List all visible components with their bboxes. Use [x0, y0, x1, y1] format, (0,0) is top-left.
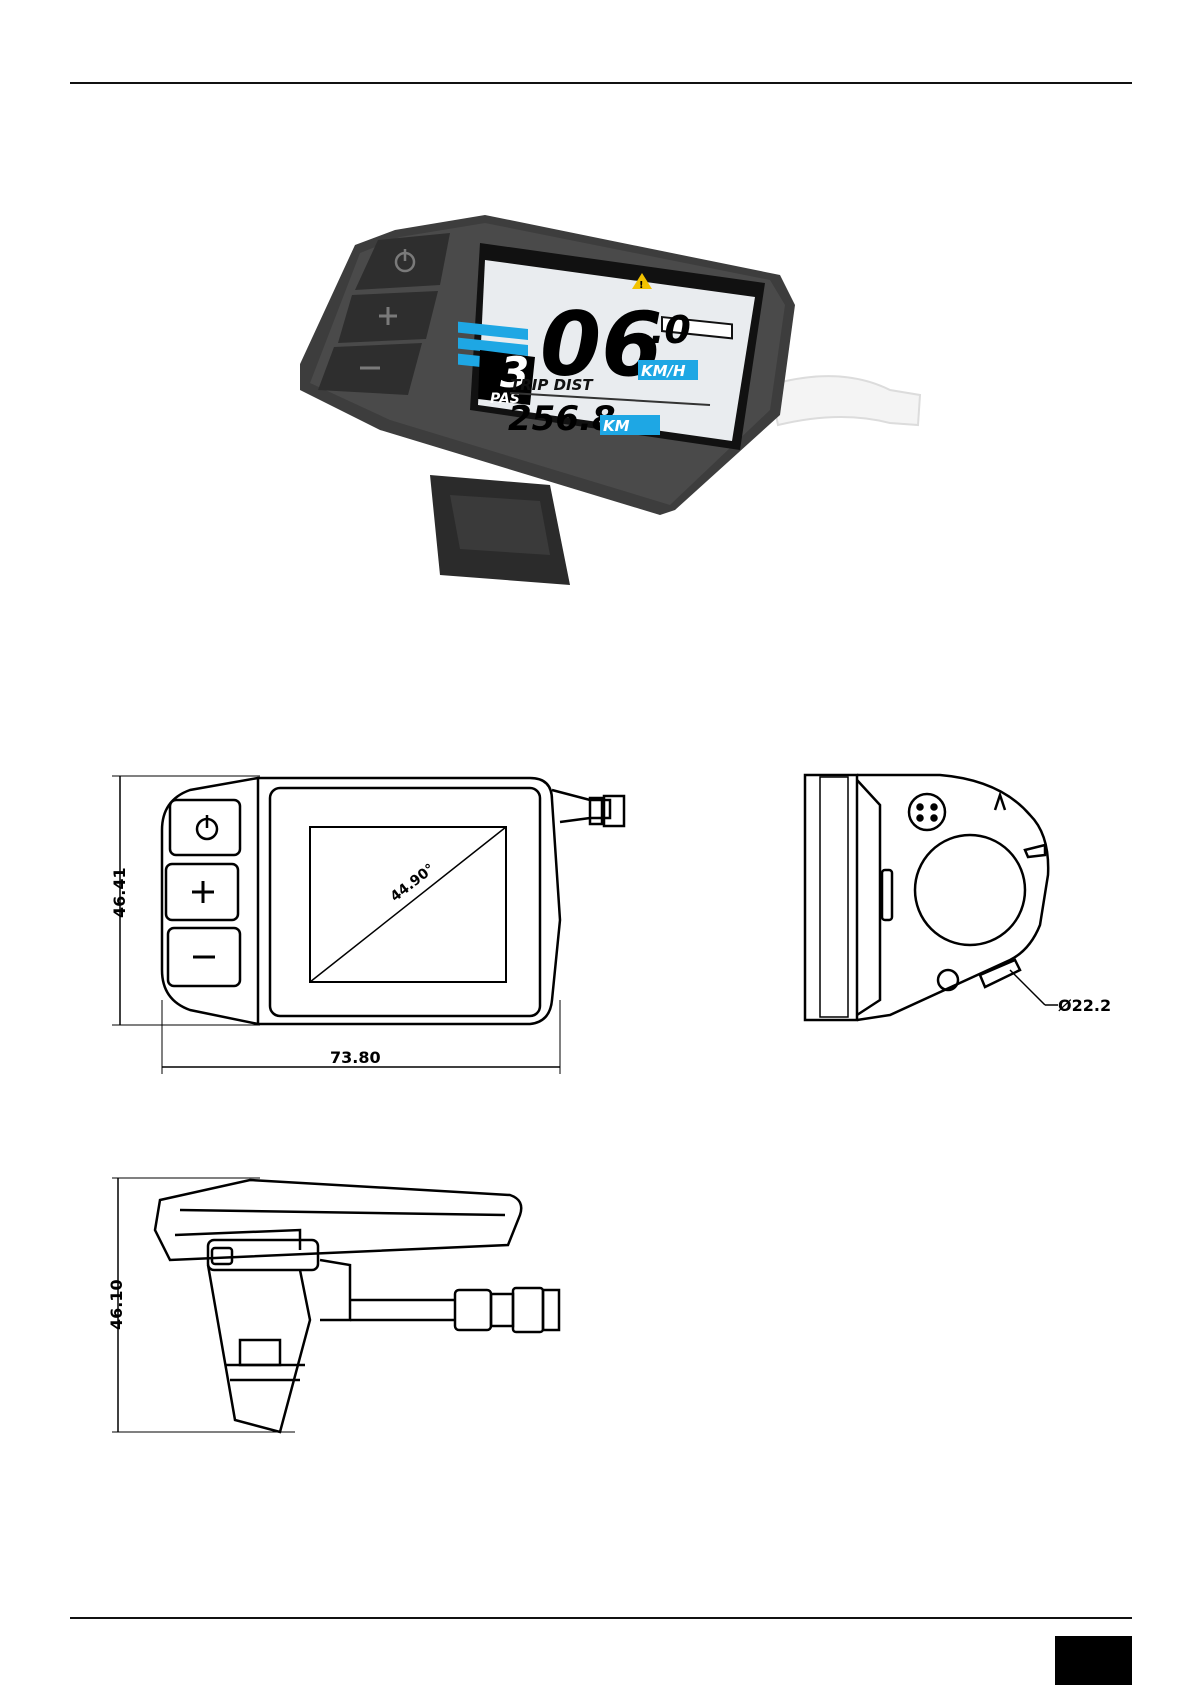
- width-dimension: 73.80: [330, 1048, 381, 1067]
- cable: [770, 376, 920, 425]
- bottom-connector: [455, 1290, 491, 1330]
- bottom-body-outline: [155, 1180, 521, 1260]
- speed-decimal: .0: [650, 308, 691, 352]
- plus-icon: [192, 881, 214, 903]
- clamp-circle: [915, 835, 1025, 945]
- footer-rule: [70, 1617, 1132, 1619]
- power-icon: [197, 815, 217, 839]
- connector-port: [909, 794, 945, 830]
- page-number-tab: [1055, 1636, 1132, 1685]
- side-body-outline: [857, 775, 1048, 1020]
- side-screen-edge: [805, 775, 857, 1020]
- header-rule: [70, 82, 1132, 84]
- side-view-drawing: Ø22.2: [800, 765, 1120, 1030]
- diagonal-dimension: 44.90°: [388, 861, 438, 905]
- bottom-view-drawing: 46.10: [100, 1170, 660, 1440]
- product-render: 3 PAS ! 06 .0 KM/H TRIP DIST 256.8 KM: [300, 215, 940, 595]
- height-dimension: 46.41: [110, 867, 129, 918]
- trip-unit: KM: [603, 417, 630, 435]
- svg-text:!: !: [639, 280, 644, 291]
- speed-unit: KM/H: [641, 362, 686, 380]
- trip-label: TRIP DIST: [510, 376, 594, 394]
- stem-outline: [208, 1265, 310, 1432]
- trip-value: 256.8: [508, 399, 616, 439]
- clamp-dimension: Ø22.2: [1058, 996, 1111, 1015]
- front-view-drawing: 46.41 73.80 44.90°: [90, 760, 650, 1090]
- height-dimension: 46.10: [107, 1279, 126, 1330]
- front-power-button: [170, 800, 240, 855]
